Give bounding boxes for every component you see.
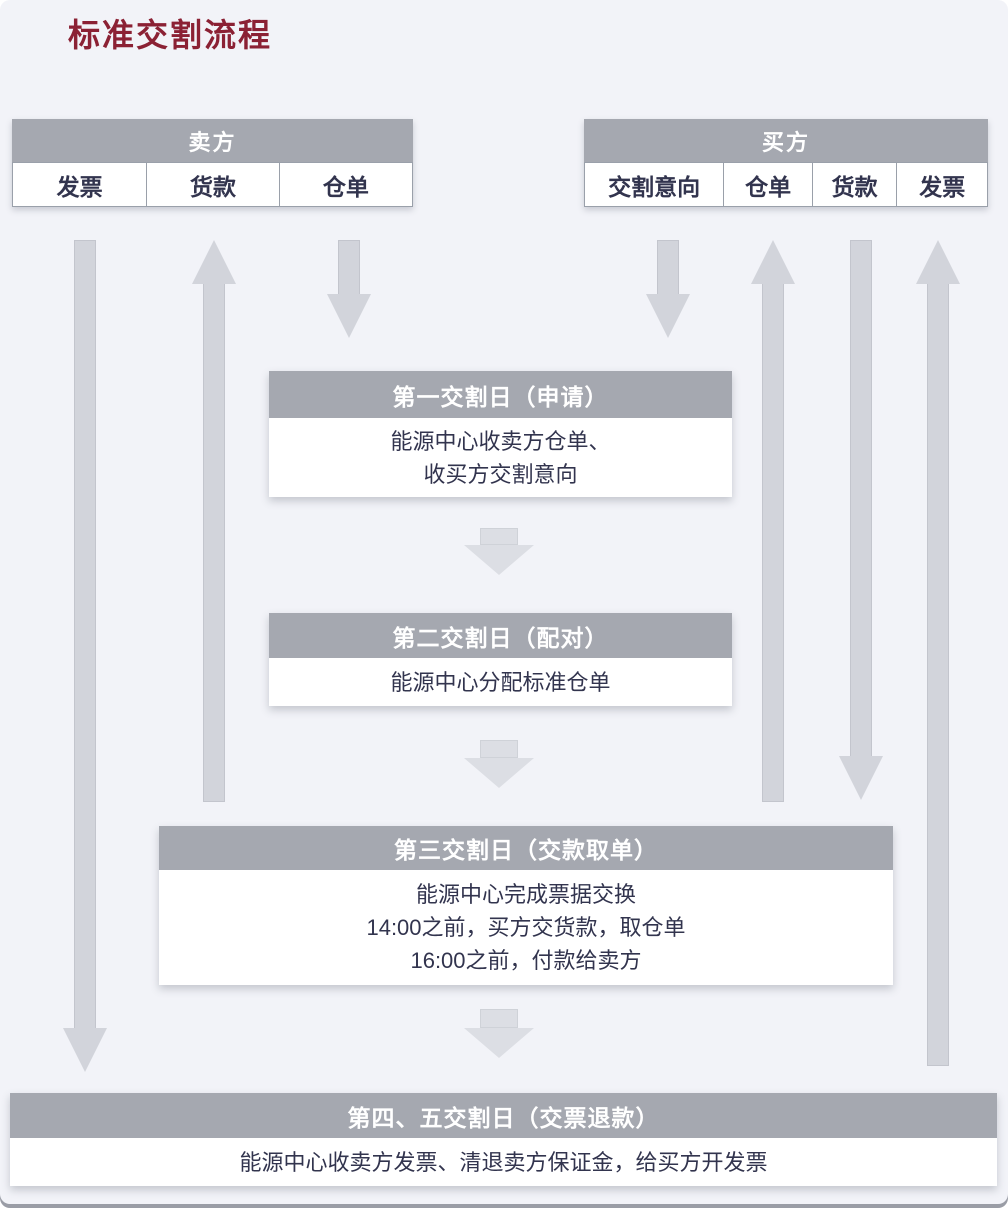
arrow-shaft: [850, 240, 872, 758]
connector-arrow-1-icon: [464, 528, 534, 575]
arrow-buyer-warrant-up-icon: [751, 240, 795, 802]
arrow-buyer-invoice-up-icon: [916, 240, 960, 1066]
step-box-day1: 第一交割日（申请） 能源中心收卖方仓单、 收买方交割意向: [269, 371, 732, 497]
step-day3-line-2: 14:00之前，买方交货款，取仓单: [366, 915, 686, 940]
seller-table-header: 卖方: [12, 119, 413, 162]
arrow-shaft: [338, 240, 360, 296]
arrow-seller-payment-up-icon: [192, 240, 236, 802]
step-day45-body: 能源中心收卖方发票、清退卖方保证金，给买方开发票: [10, 1138, 997, 1186]
seller-table-row: 发票 货款 仓单: [12, 162, 413, 207]
connector-arrow-3-icon: [464, 1009, 534, 1058]
connector-shaft: [480, 1009, 518, 1028]
step-box-day45: 第四、五交割日（交票退款） 能源中心收卖方发票、清退卖方保证金，给买方开发票: [10, 1093, 997, 1186]
arrow-shaft: [74, 240, 96, 1030]
buyer-cell-payment: 货款: [811, 163, 897, 206]
arrow-head: [839, 756, 883, 800]
connector-head: [464, 545, 534, 575]
connector-shaft: [480, 740, 518, 758]
buyer-table: 买方 交割意向 仓单 货款 发票: [584, 119, 988, 207]
step-day3-line-3: 16:00之前，付款给卖方: [410, 948, 642, 973]
arrow-shaft: [762, 282, 784, 802]
arrow-head: [916, 240, 960, 284]
connector-arrow-2-icon: [464, 740, 534, 788]
seller-cell-warrant: 仓单: [278, 163, 412, 206]
buyer-table-header: 买方: [584, 119, 988, 162]
buyer-cell-warrant: 仓单: [723, 163, 812, 206]
arrow-buyer-payment-down-icon: [839, 240, 883, 800]
buyer-table-row: 交割意向 仓单 货款 发票: [584, 162, 988, 207]
seller-cell-payment: 货款: [146, 163, 278, 206]
arrow-seller-warrant-down-icon: [327, 240, 371, 338]
step-day1-line-1: 能源中心收卖方仓单、: [390, 428, 611, 454]
arrow-head: [327, 294, 371, 338]
arrow-shaft: [657, 240, 679, 296]
arrow-buyer-intention-down-icon: [646, 240, 690, 338]
seller-table: 卖方 发票 货款 仓单: [12, 119, 413, 207]
step-day45-title: 第四、五交割日（交票退款）: [10, 1093, 997, 1138]
buyer-cell-invoice: 发票: [896, 163, 987, 206]
step-day1-line-2: 收买方交割意向: [423, 461, 578, 487]
step-day2-body: 能源中心分配标准仓单: [269, 658, 732, 706]
connector-head: [464, 758, 534, 788]
step-day2-line-1: 能源中心分配标准仓单: [390, 669, 611, 695]
buyer-cell-intention: 交割意向: [608, 173, 701, 200]
arrow-shaft: [203, 282, 225, 802]
arrow-shaft: [927, 282, 949, 1066]
step-box-day2: 第二交割日（配对） 能源中心分配标准仓单: [269, 613, 732, 706]
seller-cell-invoice: 发票: [56, 173, 103, 200]
arrow-head: [646, 294, 690, 338]
step-day2-title: 第二交割日（配对）: [269, 613, 732, 658]
page-title: 标准交割流程: [68, 17, 273, 53]
arrow-head: [751, 240, 795, 284]
connector-head: [464, 1028, 534, 1058]
arrow-head: [63, 1028, 107, 1072]
step-day1-title: 第一交割日（申请）: [269, 371, 732, 418]
step-box-day3: 第三交割日（交款取单） 能源中心完成票据交换 14:00之前，买方交货款，取仓单…: [159, 826, 893, 985]
step-day45-line-1: 能源中心收卖方发票、清退卖方保证金，给买方开发票: [239, 1149, 768, 1175]
arrow-head: [192, 240, 236, 284]
step-day3-title: 第三交割日（交款取单）: [159, 826, 893, 870]
step-day1-body: 能源中心收卖方仓单、 收买方交割意向: [269, 418, 732, 497]
step-day3-body: 能源中心完成票据交换 14:00之前，买方交货款，取仓单 16:00之前，付款给…: [159, 870, 893, 985]
connector-shaft: [480, 528, 518, 545]
arrow-seller-invoice-down-icon: [63, 240, 107, 1072]
step-day3-line-1: 能源中心完成票据交换: [415, 882, 636, 907]
